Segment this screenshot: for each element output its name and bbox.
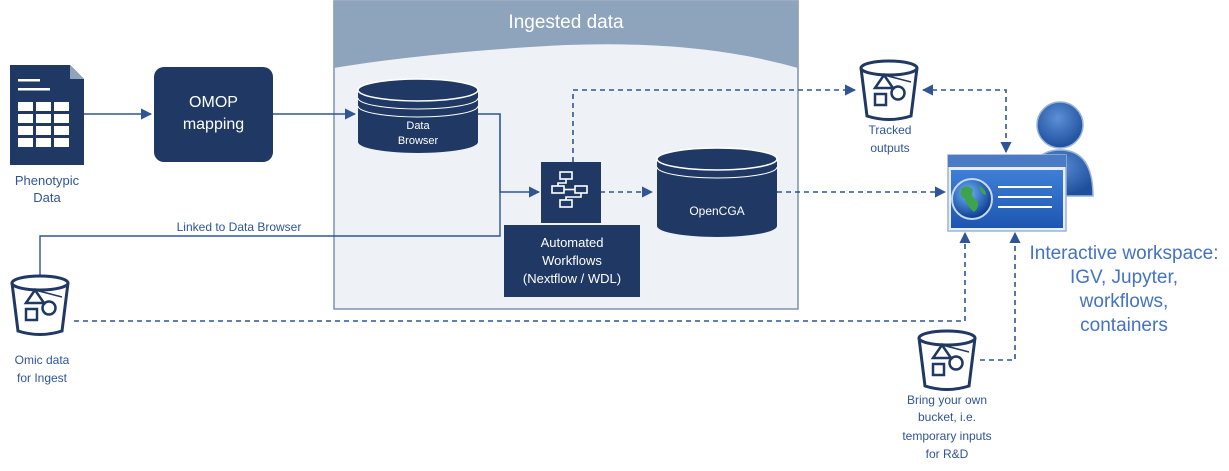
- workflows-label-3: (Nextflow / WDL): [523, 271, 621, 286]
- workflow-icon: [551, 171, 588, 208]
- tracked-label-2: outputs: [870, 141, 909, 155]
- bucket-icon: [917, 329, 977, 391]
- arrow-tracked-workspace: [921, 84, 1012, 154]
- tracked-outputs-node: Tracked outputs: [859, 59, 919, 155]
- arrow-workflows-to-tracked: [572, 84, 857, 162]
- omic-label-1: Omic data: [15, 353, 70, 367]
- arrow-byob-to-workspace: [980, 231, 1021, 361]
- bucket-icon: [10, 274, 70, 336]
- omop-mapping-node: OMOP mapping: [154, 67, 273, 162]
- phenotypic-label-2: Data: [33, 190, 61, 205]
- omic-data-node: Omic data for Ingest: [10, 274, 70, 385]
- link-line: [39, 192, 501, 275]
- omop-label-2: mapping: [183, 116, 244, 133]
- workspace-node: Interactive workspace: IGV, Jupyter, wor…: [947, 101, 1219, 336]
- workspace-label-1: Interactive workspace:: [1029, 243, 1218, 264]
- globe-icon: [951, 178, 993, 220]
- phenotypic-data-node: Phenotypic Data: [10, 65, 84, 205]
- workflows-label-2: Workflows: [542, 253, 602, 268]
- workspace-label-4: containers: [1080, 315, 1168, 336]
- byob-label-4: for R&D: [926, 447, 969, 461]
- workflows-node: Automated Workflows (Nextflow / WDL): [504, 162, 640, 297]
- phenotypic-label-1: Phenotypic: [15, 173, 80, 188]
- omop-label-1: OMOP: [189, 94, 238, 111]
- bucket-icon: [859, 59, 919, 121]
- opencga-node: OpenCGA: [656, 147, 778, 237]
- link-label: Linked to Data Browser: [177, 220, 302, 234]
- browser-label-2: Browser: [398, 135, 439, 147]
- omic-label-2: for Ingest: [17, 371, 68, 385]
- database-icon: [656, 147, 778, 237]
- byob-node: Bring your own bucket, i.e. temporary in…: [902, 329, 992, 461]
- spreadsheet-document-icon: [10, 65, 84, 165]
- byob-label-2: bucket, i.e.: [918, 410, 976, 424]
- workspace-label-2: IGV, Jupyter,: [1070, 267, 1178, 288]
- panel-title: Ingested data: [508, 12, 624, 33]
- browser-label-1: Data: [406, 120, 430, 132]
- database-icon: [357, 78, 479, 153]
- arrow-omic-to-workspace: [74, 231, 971, 322]
- arrow-browser-to-workflows: [477, 113, 541, 198]
- workflows-label-1: Automated: [541, 235, 604, 250]
- data-browser-node: Data Browser: [357, 78, 479, 153]
- byob-label-3: temporary inputs: [902, 429, 991, 443]
- connectors: [39, 84, 1021, 361]
- workspace-label-3: workflows,: [1079, 291, 1169, 312]
- workflow-icon-box: [541, 162, 601, 223]
- opencga-label: OpenCGA: [689, 204, 744, 218]
- byob-label-1: Bring your own: [907, 393, 987, 407]
- tracked-label-1: Tracked: [869, 123, 912, 137]
